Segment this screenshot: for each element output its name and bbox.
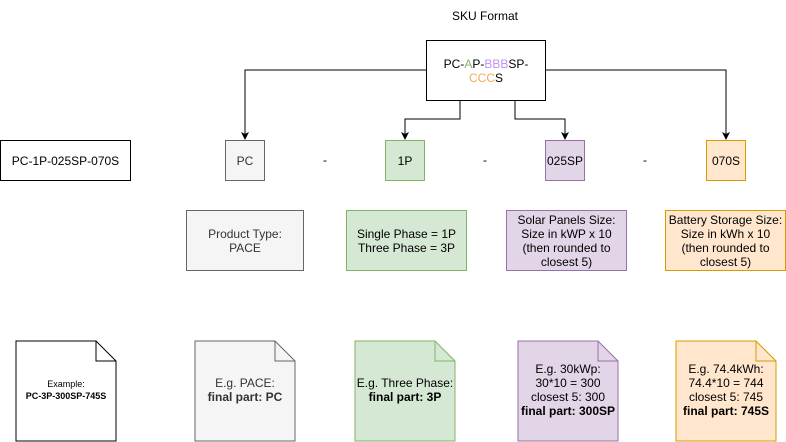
final-part-025sp: final part: 300SP bbox=[520, 404, 616, 418]
format-seg-5: CCC bbox=[468, 70, 495, 85]
part-label-025sp: 025SP bbox=[546, 153, 584, 168]
example-line-1p: E.g. Three Phase: bbox=[356, 376, 454, 390]
example-line-pc: E.g. PACE: bbox=[215, 376, 275, 390]
final-part-070s: final part: 745S bbox=[682, 404, 770, 418]
connector-to-025sp bbox=[514, 101, 569, 140]
pc-note-shape bbox=[194, 340, 296, 442]
070s-note-shape bbox=[675, 340, 777, 442]
part-box-1p: 1P bbox=[385, 140, 425, 181]
example-note-value: PC-3P-300SP-745S bbox=[25, 391, 107, 401]
part-label-1p: 1P bbox=[397, 153, 413, 168]
sku-format-box: PC-AP-BBBSP- CCCS bbox=[426, 40, 546, 101]
separator-2: - bbox=[483, 153, 487, 167]
final-part-pc: final part: PC bbox=[207, 390, 283, 404]
part-box-pc: PC bbox=[225, 140, 265, 181]
format-seg-1: A bbox=[464, 56, 473, 71]
description-025sp: Solar Panels Size: Size in kWP x 10 (the… bbox=[517, 212, 616, 269]
format-seg-3: BBB bbox=[484, 56, 509, 71]
example-note: Example: PC-3P-300SP-745S bbox=[16, 341, 116, 441]
example-note-1p: E.g. Three Phase: final part: 3P bbox=[355, 341, 455, 441]
format-seg-2: P- bbox=[472, 56, 485, 71]
example-line-070s: E.g. 74.4kWh: 74.4*10 = 744 closest 5: 7… bbox=[688, 362, 764, 404]
description-070s: Battery Storage Size: Size in kWh x 10 (… bbox=[668, 212, 783, 269]
part-label-pc: PC bbox=[236, 153, 254, 168]
diagram-title: SKU Format bbox=[451, 9, 518, 23]
description-box-1p: Single Phase = 1P Three Phase = 3P bbox=[346, 210, 467, 271]
connector-to-070s bbox=[545, 69, 730, 140]
example-sku-text: PC-1P-025SP-070S bbox=[11, 153, 120, 168]
025sp-note-shape bbox=[517, 340, 619, 442]
format-seg-6: S bbox=[494, 70, 503, 85]
example-note-shape bbox=[15, 340, 117, 442]
example-line-025sp: E.g. 30kWp: 30*10 = 300 closest 5: 300 bbox=[530, 362, 606, 404]
description-box-025sp: Solar Panels Size: Size in kWP x 10 (the… bbox=[506, 210, 627, 271]
format-seg-0: PC- bbox=[443, 56, 465, 71]
separator-1: - bbox=[323, 153, 327, 167]
separator-3: - bbox=[643, 153, 647, 167]
description-box-070s: Battery Storage Size: Size in kWh x 10 (… bbox=[665, 210, 786, 271]
description-pc: Product Type: PACE bbox=[208, 226, 282, 255]
example-note-025sp: E.g. 30kWp: 30*10 = 300 closest 5: 300 f… bbox=[518, 341, 618, 441]
example-sku-box: PC-1P-025SP-070S bbox=[0, 140, 131, 181]
1p-note-shape bbox=[354, 340, 456, 442]
format-seg-4: SP- bbox=[508, 56, 529, 71]
description-box-pc: Product Type: PACE bbox=[186, 210, 304, 271]
part-label-070s: 070S bbox=[711, 153, 741, 168]
example-note-pc: E.g. PACE: final part: PC bbox=[195, 341, 295, 441]
example-note-label: Example: bbox=[47, 379, 85, 389]
connector-to-pc bbox=[241, 69, 426, 140]
part-box-070s: 070S bbox=[706, 140, 746, 181]
connector-to-1p bbox=[401, 101, 461, 140]
sku-format-text: PC-AP-BBBSP- CCCS bbox=[427, 57, 545, 85]
part-box-025sp: 025SP bbox=[545, 140, 585, 181]
final-part-1p: final part: 3P bbox=[368, 390, 442, 404]
example-note-070s: E.g. 74.4kWh: 74.4*10 = 744 closest 5: 7… bbox=[676, 341, 776, 441]
description-1p: Single Phase = 1P Three Phase = 3P bbox=[356, 226, 457, 255]
